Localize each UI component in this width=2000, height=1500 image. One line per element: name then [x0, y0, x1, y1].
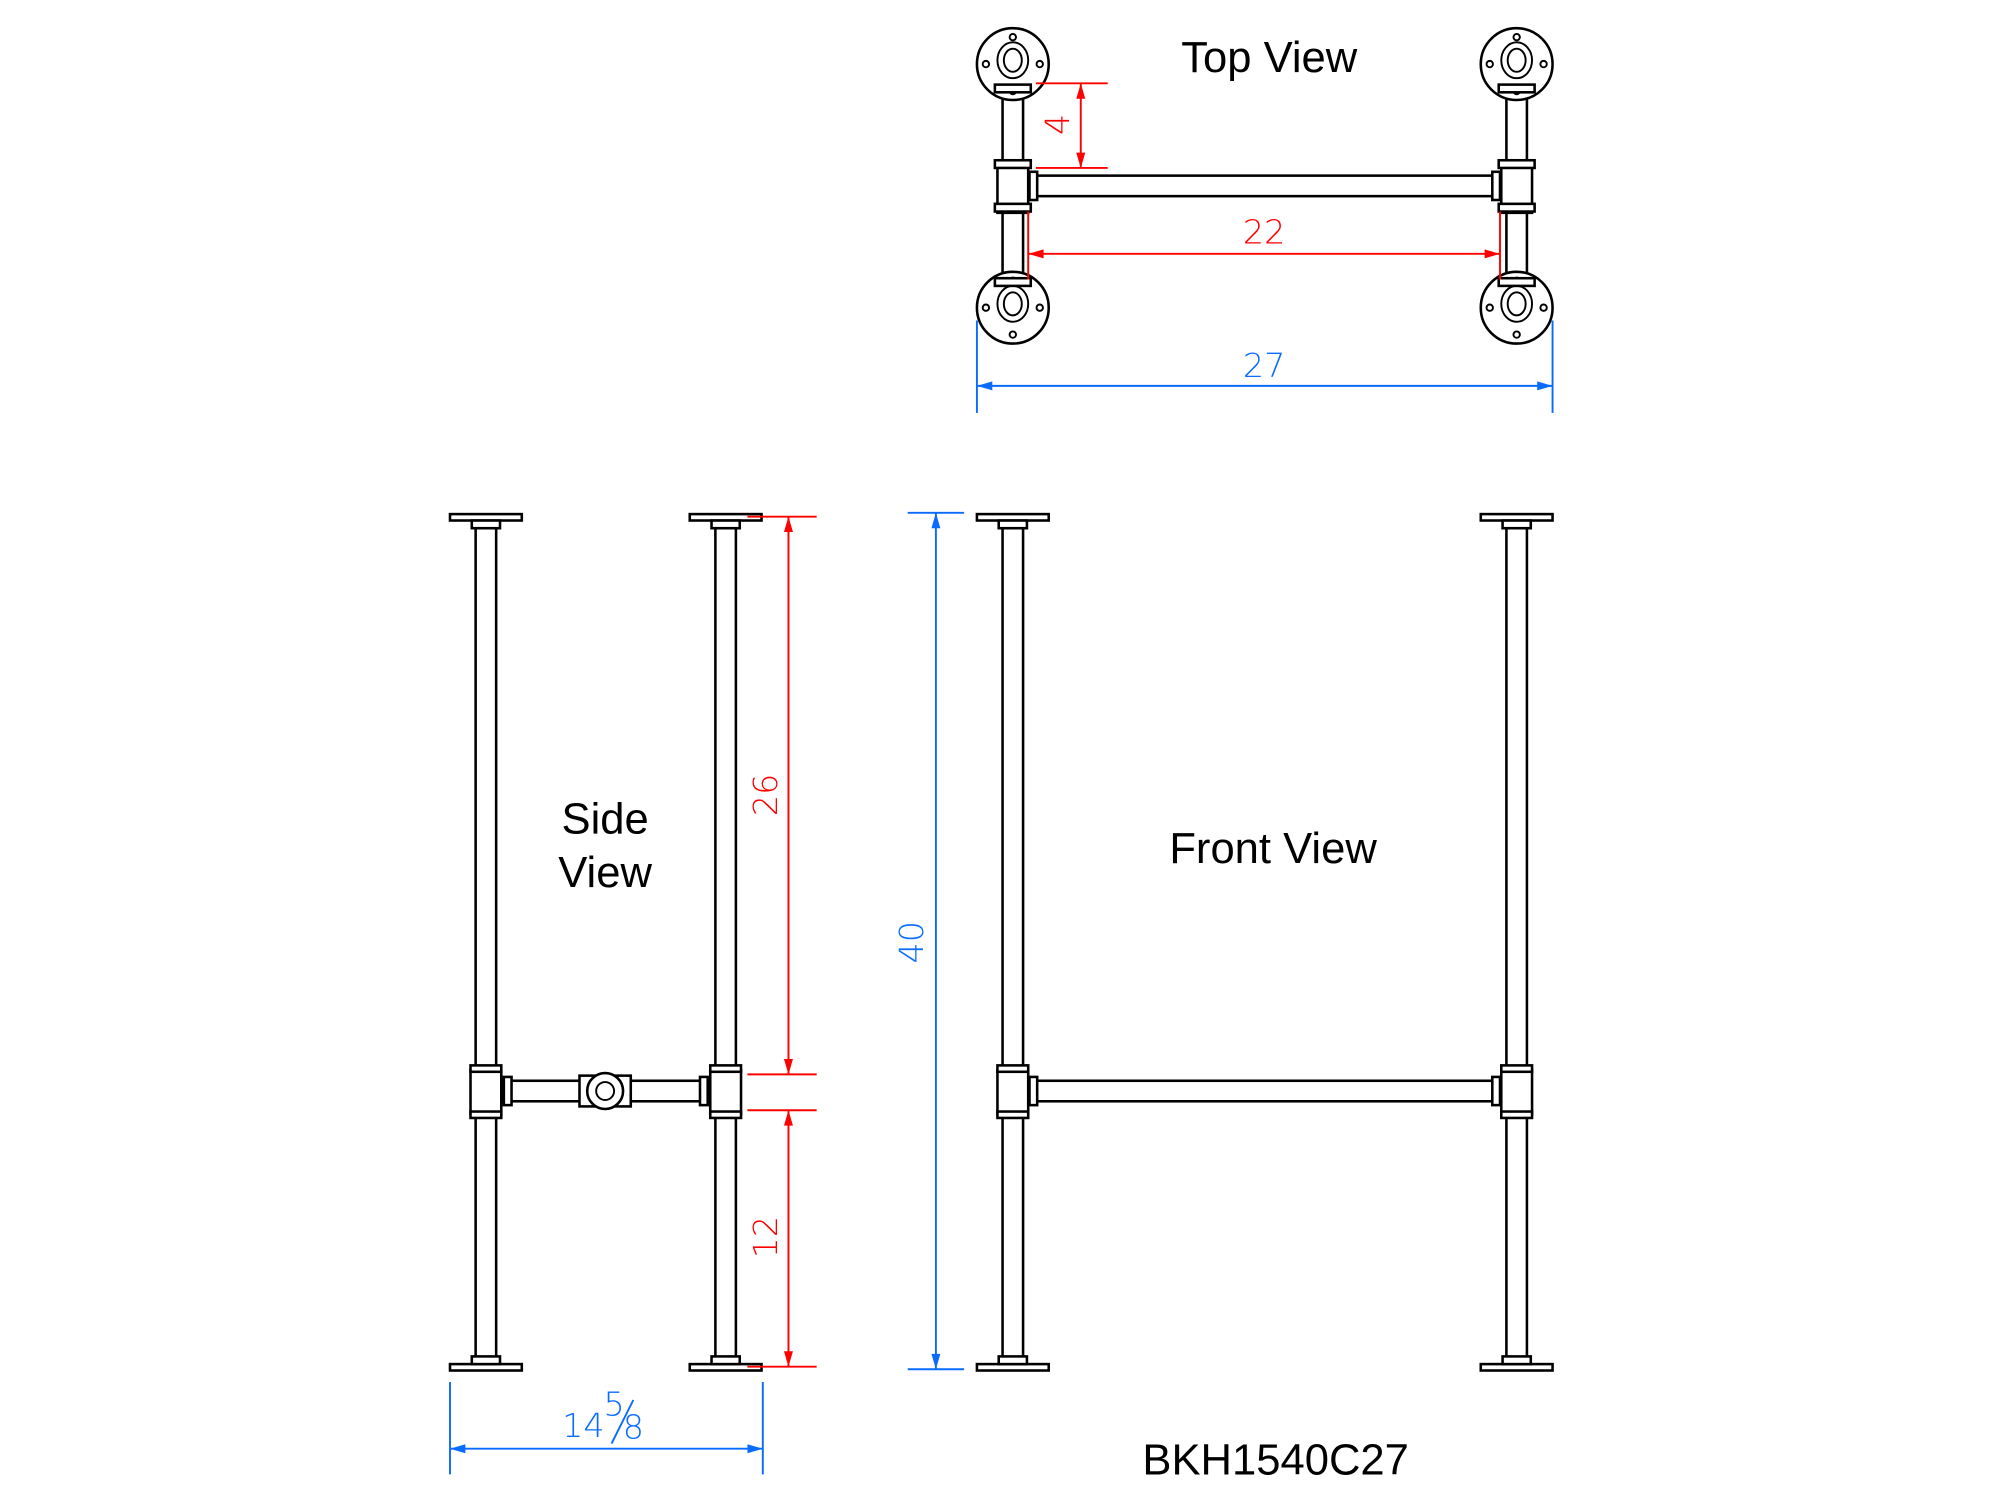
tee-band [1500, 1064, 1534, 1074]
screw-hole [1485, 303, 1494, 312]
flange-band [993, 276, 1033, 288]
flange-collar [470, 519, 502, 530]
tee-band [996, 1110, 1030, 1120]
flange-collar [997, 519, 1029, 530]
tee-band [1497, 202, 1536, 213]
flange-band [1497, 276, 1536, 288]
side-view-label-line2: View [558, 849, 652, 897]
screw-hole [1539, 303, 1548, 312]
top-view-label: Top View [1181, 34, 1358, 82]
flange-collar [710, 1355, 742, 1366]
tee-band [469, 1110, 503, 1120]
pipe-parts [448, 26, 1554, 1372]
cross-pipe [1028, 1079, 1502, 1103]
dimension-arrow [931, 512, 941, 529]
flange-collar [997, 1355, 1029, 1366]
dim-lower-height: 12 [746, 1216, 785, 1258]
cross-pipe [1028, 174, 1502, 198]
tee-fitting [1500, 1069, 1534, 1116]
flange-plate [1479, 270, 1554, 345]
dim-depth-denominator: 8 [623, 1407, 644, 1446]
dimension-arrow [931, 1353, 941, 1370]
flange-collar [710, 519, 742, 530]
flange-bore [1002, 47, 1023, 73]
tee-band [469, 1064, 503, 1074]
screw-hole [981, 59, 991, 69]
dimension-arrow [450, 1444, 466, 1454]
dim-top-inner-width: 22 [1243, 213, 1285, 252]
screw-hole [1512, 330, 1521, 339]
flange-socket [1500, 41, 1534, 80]
dimension-arrow [1537, 381, 1553, 391]
dimension-arrow [976, 381, 993, 391]
center-tee-outlet [585, 1071, 625, 1111]
flange-plate [975, 270, 1050, 345]
tee-band [996, 1064, 1030, 1074]
tee-band [708, 1064, 743, 1074]
flange-bore [1506, 291, 1527, 317]
leg-pipe [1505, 524, 1529, 1361]
dimension-arrow [783, 1110, 793, 1126]
dimension-arrow [783, 1351, 793, 1367]
tee-band [1500, 1110, 1534, 1120]
side-view-label-line1: Side [562, 795, 649, 843]
dimension-arrow [747, 1444, 763, 1454]
leg-pipe [714, 524, 738, 1361]
tee-fitting [996, 1069, 1030, 1116]
center-tee-bore [595, 1081, 616, 1101]
dim-overall-height: 40 [892, 921, 931, 963]
leg-pipe [474, 524, 498, 1361]
dimension-arrow [1076, 83, 1086, 99]
dim-top-offset: 4 [1038, 114, 1077, 135]
flange-band [993, 83, 1033, 94]
tee-band [1497, 158, 1536, 170]
screw-hole [1512, 33, 1521, 42]
screw-hole [1008, 330, 1017, 339]
pipe-end-band [1491, 1075, 1502, 1107]
pipe-end-band [1028, 170, 1039, 202]
flange-socket [996, 41, 1030, 80]
screw-hole [1035, 59, 1044, 69]
dimension-lines [449, 82, 1554, 1475]
dim-depth-numerator: 5 [603, 1384, 624, 1423]
tee-band [708, 1110, 743, 1120]
tee-fitting [469, 1069, 503, 1116]
flange-plate [1479, 26, 1554, 102]
front-view-label: Front View [1169, 825, 1377, 873]
screw-hole [1035, 303, 1044, 312]
flange-bore [1506, 47, 1527, 73]
dim-depth-whole: 14 [562, 1406, 604, 1445]
flange-plate [975, 26, 1050, 102]
screw-hole [1485, 59, 1494, 69]
tee-band [993, 202, 1033, 213]
dimension-arrow [1076, 152, 1086, 168]
dim-upper-height: 26 [746, 774, 785, 816]
dim-overall-width: 27 [1243, 346, 1285, 385]
flange-band [1497, 83, 1536, 94]
dimension-arrow [783, 516, 793, 533]
screw-hole [1539, 59, 1548, 69]
screw-hole [1008, 33, 1017, 42]
leg-pipe [1001, 524, 1025, 1361]
screw-hole [981, 303, 991, 312]
tee-fitting [708, 1069, 743, 1116]
dimension-arrow [783, 1058, 793, 1075]
model-number: BKH1540C27 [1142, 1436, 1409, 1484]
dimension-arrow [1484, 249, 1500, 259]
tee-band [993, 158, 1033, 170]
flange-collar [1501, 519, 1533, 530]
flange-collar [470, 1355, 502, 1366]
pipe-end-band [502, 1075, 513, 1107]
flange-bore [1002, 291, 1023, 317]
pipe-end-band [1028, 1075, 1039, 1107]
fraction-slash [610, 1399, 635, 1445]
pipe-end-band [1491, 170, 1502, 202]
dimension-arrow [1028, 249, 1044, 259]
flange-collar [1501, 1355, 1533, 1366]
pipe-end-band [698, 1075, 709, 1107]
